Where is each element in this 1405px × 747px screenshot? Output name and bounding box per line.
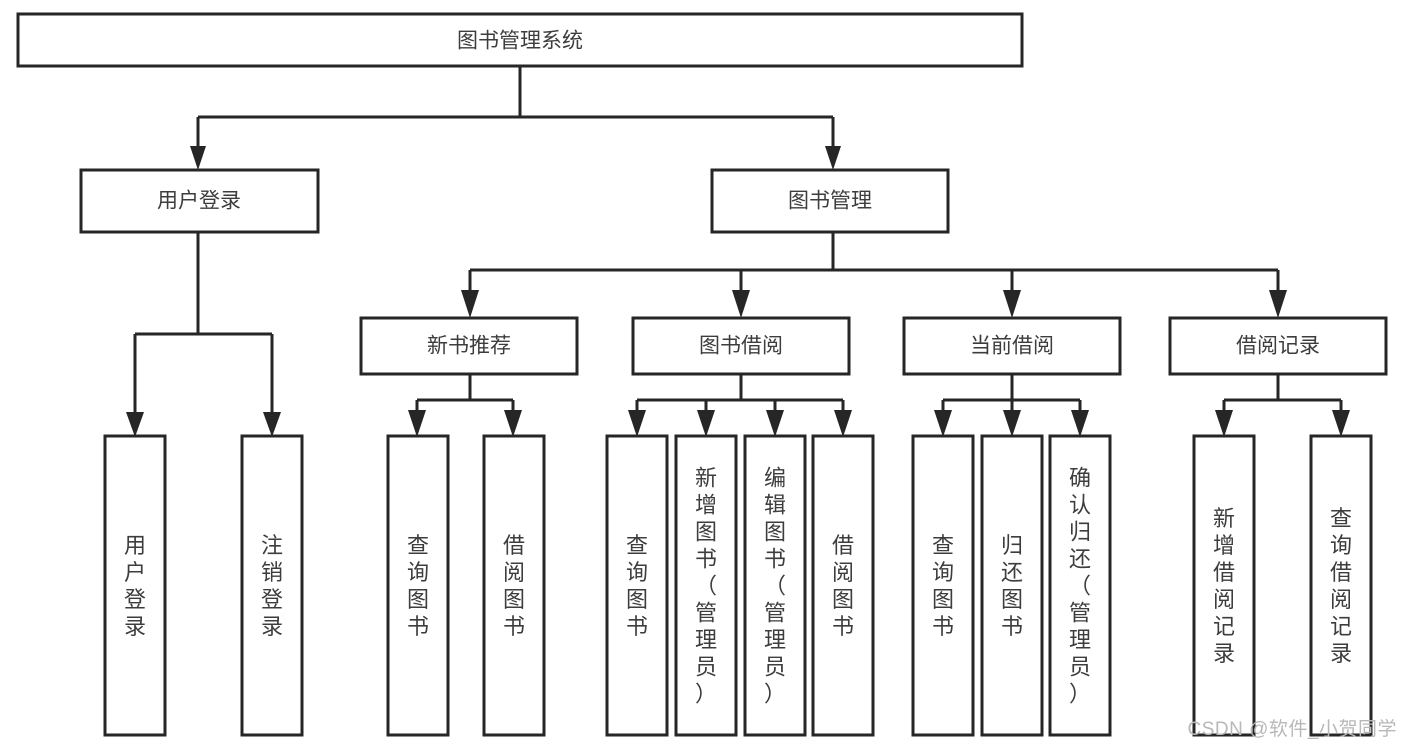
arrow-to-leaf-query-book-1	[408, 410, 426, 437]
node-leaf-query-book-2-box[interactable]	[605, 434, 669, 737]
node-leaf-logout-label: 注销登录	[261, 533, 283, 639]
node-leaf-borrow-book-2[interactable]: 借阅图书	[811, 434, 875, 737]
node-user-login[interactable]: 用户登录	[79, 168, 320, 234]
arrow-to-leaf-borrow-book-1	[504, 410, 522, 437]
node-book-borrow-box[interactable]	[631, 316, 851, 376]
node-book-manage[interactable]: 图书管理	[710, 168, 950, 234]
node-leaf-logout[interactable]: 注销登录	[240, 434, 304, 737]
arrow-to-leaf-query-book-3	[934, 410, 952, 437]
node-leaf-borrow-book-2-label: 借阅图书	[832, 533, 854, 639]
node-leaf-edit-book[interactable]: 编辑图书（管理员）	[743, 434, 807, 737]
node-new-book-rec-box[interactable]	[359, 316, 579, 376]
node-leaf-edit-book-box[interactable]	[743, 434, 807, 737]
arrow-to-leaf-query-record	[1332, 410, 1350, 437]
node-current-borrow[interactable]: 当前借阅	[902, 316, 1122, 376]
node-leaf-query-record[interactable]: 查询借阅记录	[1309, 434, 1373, 737]
arrow-to-user-login	[190, 146, 206, 170]
node-new-book-rec-label: 新书推荐	[427, 335, 511, 358]
node-leaf-borrow-book-1-box[interactable]	[482, 434, 546, 737]
arrow-to-leaf-return-book	[1003, 410, 1021, 437]
node-leaf-query-book-3-box[interactable]	[911, 434, 975, 737]
node-leaf-query-book-3[interactable]: 查询图书	[911, 434, 975, 737]
node-leaf-return-book-label: 归还图书	[1001, 533, 1023, 639]
arrow-to-current-borrow	[1003, 290, 1021, 318]
node-leaf-query-book-1[interactable]: 查询图书	[386, 434, 450, 737]
node-leaf-borrow-book-1[interactable]: 借阅图书	[482, 434, 546, 737]
node-leaf-edit-book-label: 编辑图书（管理员）	[764, 466, 786, 707]
node-book-manage-box[interactable]	[710, 168, 950, 234]
arrow-to-leaf-logout	[263, 412, 281, 437]
arrow-to-book-manage	[825, 146, 841, 170]
node-book-borrow[interactable]: 图书借阅	[631, 316, 851, 376]
node-leaf-confirm-return-box[interactable]	[1048, 434, 1112, 737]
node-leaf-confirm-return-label: 确认归还（管理员）	[1069, 466, 1091, 707]
connector-layer	[126, 66, 1350, 437]
node-book-manage-label: 图书管理	[788, 190, 872, 213]
arrow-to-leaf-borrow-book-2	[834, 410, 852, 437]
node-user-login-box[interactable]	[79, 168, 320, 234]
node-leaf-confirm-return[interactable]: 确认归还（管理员）	[1048, 434, 1112, 737]
node-borrow-record[interactable]: 借阅记录	[1168, 316, 1388, 376]
node-leaf-query-record-box[interactable]	[1309, 434, 1373, 737]
node-leaf-user-login[interactable]: 用户登录	[103, 434, 167, 737]
node-current-borrow-box[interactable]	[902, 316, 1122, 376]
node-leaf-add-book-box[interactable]	[674, 434, 738, 737]
node-current-borrow-label: 当前借阅	[970, 335, 1054, 358]
node-root-box[interactable]	[16, 12, 1024, 68]
arrow-to-new-book-rec	[461, 290, 479, 318]
node-leaf-query-book-2-label: 查询图书	[626, 533, 648, 639]
node-leaf-logout-box[interactable]	[240, 434, 304, 737]
node-leaf-add-record-box[interactable]	[1192, 434, 1256, 737]
node-borrow-record-box[interactable]	[1168, 316, 1388, 376]
node-leaf-user-login-box[interactable]	[103, 434, 167, 737]
node-leaf-borrow-book-2-box[interactable]	[811, 434, 875, 737]
arrow-to-leaf-query-book-2	[628, 410, 646, 437]
arrow-to-leaf-add-book	[697, 410, 715, 437]
node-leaf-add-book[interactable]: 新增图书（管理员）	[674, 434, 738, 737]
arrow-to-leaf-user-login	[126, 412, 144, 437]
node-leaf-add-record[interactable]: 新增借阅记录	[1192, 434, 1256, 737]
node-user-login-label: 用户登录	[157, 190, 241, 213]
node-root-label: 图书管理系统	[457, 30, 583, 53]
node-new-book-rec[interactable]: 新书推荐	[359, 316, 579, 376]
arrow-to-leaf-add-record	[1215, 410, 1233, 437]
node-leaf-add-book-label: 新增图书（管理员）	[695, 466, 717, 707]
node-leaf-return-book-box[interactable]	[980, 434, 1044, 737]
node-leaf-borrow-book-1-label: 借阅图书	[503, 533, 525, 639]
arrow-to-leaf-confirm-return	[1071, 410, 1089, 437]
node-leaf-query-record-label: 查询借阅记录	[1330, 506, 1352, 666]
node-leaf-return-book[interactable]: 归还图书	[980, 434, 1044, 737]
arrow-to-leaf-edit-book	[766, 410, 784, 437]
node-book-borrow-label: 图书借阅	[699, 335, 783, 358]
node-borrow-record-label: 借阅记录	[1236, 335, 1320, 358]
node-leaf-user-login-label: 用户登录	[124, 533, 146, 639]
node-leaf-query-book-3-label: 查询图书	[932, 533, 954, 639]
node-leaf-query-book-1-box[interactable]	[386, 434, 450, 737]
arrow-to-borrow-record	[1269, 290, 1287, 318]
node-leaf-query-book-2[interactable]: 查询图书	[605, 434, 669, 737]
node-root[interactable]: 图书管理系统	[16, 12, 1024, 68]
node-leaf-add-record-label: 新增借阅记录	[1213, 506, 1235, 666]
node-leaf-query-book-1-label: 查询图书	[407, 533, 429, 639]
arrow-to-book-borrow	[732, 290, 750, 318]
